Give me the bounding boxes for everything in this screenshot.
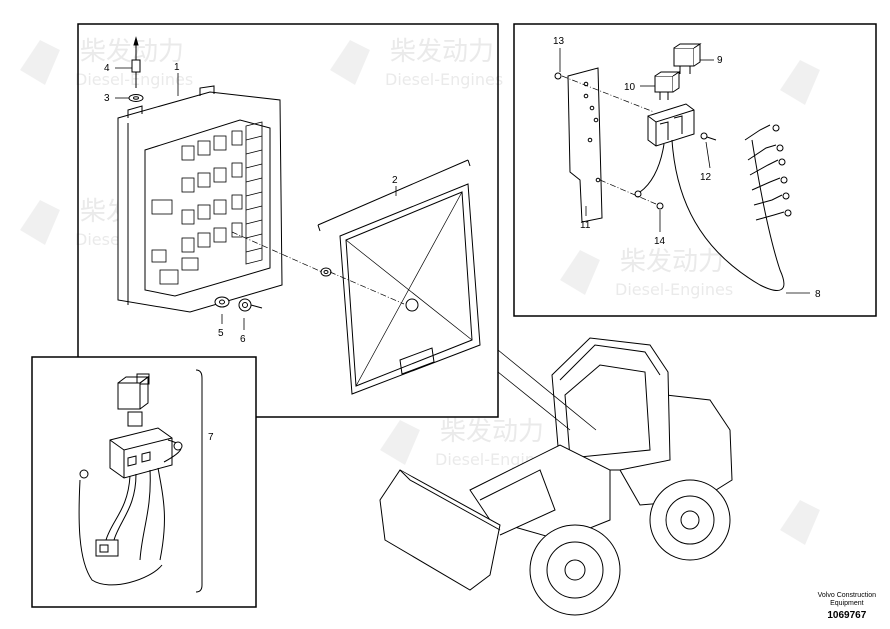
- callout-13: 13: [553, 36, 565, 47]
- watermark-logo: 柴发动力 Diesel-Engines: [560, 247, 733, 299]
- main-detail-frame: [77, 23, 499, 418]
- nut: [554, 72, 562, 80]
- relay-bracket-frame: [513, 23, 877, 317]
- footer-stamp: Volvo Construction Equipment 1069767: [818, 592, 876, 621]
- relay-bracket: [567, 67, 603, 223]
- watermark-text-en: Diesel-Engines: [385, 70, 503, 89]
- callout-11: 11: [580, 220, 591, 231]
- relay: [673, 43, 702, 74]
- maker-line-2: Equipment: [830, 600, 864, 607]
- callout-3: 3: [104, 93, 110, 104]
- washer: [214, 296, 230, 308]
- callout-8: 8: [815, 289, 821, 300]
- wire-harness: [634, 124, 792, 291]
- leader-line: [561, 75, 655, 113]
- watermark-logo: 柴发动力 Diesel-Engines: [380, 417, 553, 469]
- callout-leaders: [115, 48, 810, 330]
- stud-bolt: [131, 36, 141, 88]
- watermark-text-cn: 柴发动力: [440, 417, 544, 447]
- relay-holder: [647, 103, 695, 147]
- relay-harness: [78, 373, 183, 586]
- watermark-logo: 柴发动力 Diesel-Engines: [330, 37, 503, 89]
- callout-1: 1: [174, 62, 180, 73]
- bracket-line: [195, 369, 203, 593]
- nut: [238, 298, 263, 312]
- bracket-line: [317, 159, 469, 226]
- washer: [128, 94, 144, 102]
- callout-14: 14: [654, 236, 666, 247]
- watermark-logo: [780, 60, 820, 105]
- leader-line: [599, 179, 657, 205]
- callout-7: 7: [208, 432, 214, 443]
- callout-6: 6: [240, 334, 246, 345]
- cover-plate: [339, 183, 481, 395]
- watermark-logo: 柴发动力 Diesel-Engines: [20, 37, 193, 89]
- callout-5: 5: [218, 328, 224, 339]
- callout-9: 9: [717, 55, 723, 66]
- watermark-text-en: Diesel-Engines: [615, 280, 733, 299]
- maker-line-1: Volvo Construction: [817, 592, 876, 599]
- cover-washer: [320, 267, 332, 277]
- relay: [654, 71, 681, 100]
- watermark-logo: [780, 500, 820, 545]
- electrical-distribution-box: [117, 85, 283, 313]
- leader-line: [329, 271, 405, 305]
- leader-line: [231, 231, 323, 273]
- watermark-text-cn: 柴发动力: [390, 37, 494, 67]
- relay-harness-frame: [31, 356, 257, 608]
- nut: [656, 202, 664, 210]
- drawing-number: 1069767: [827, 610, 867, 621]
- callout-4: 4: [104, 63, 110, 74]
- callout-2: 2: [392, 175, 398, 186]
- callout-12: 12: [700, 172, 712, 183]
- watermark-text-cn: 柴发动力: [620, 247, 724, 277]
- callout-10: 10: [624, 82, 636, 93]
- locator-line: [497, 349, 597, 431]
- wheel-loader: [379, 337, 733, 616]
- screw: [700, 132, 717, 141]
- watermark-text-en: Diesel-Engines: [75, 70, 193, 89]
